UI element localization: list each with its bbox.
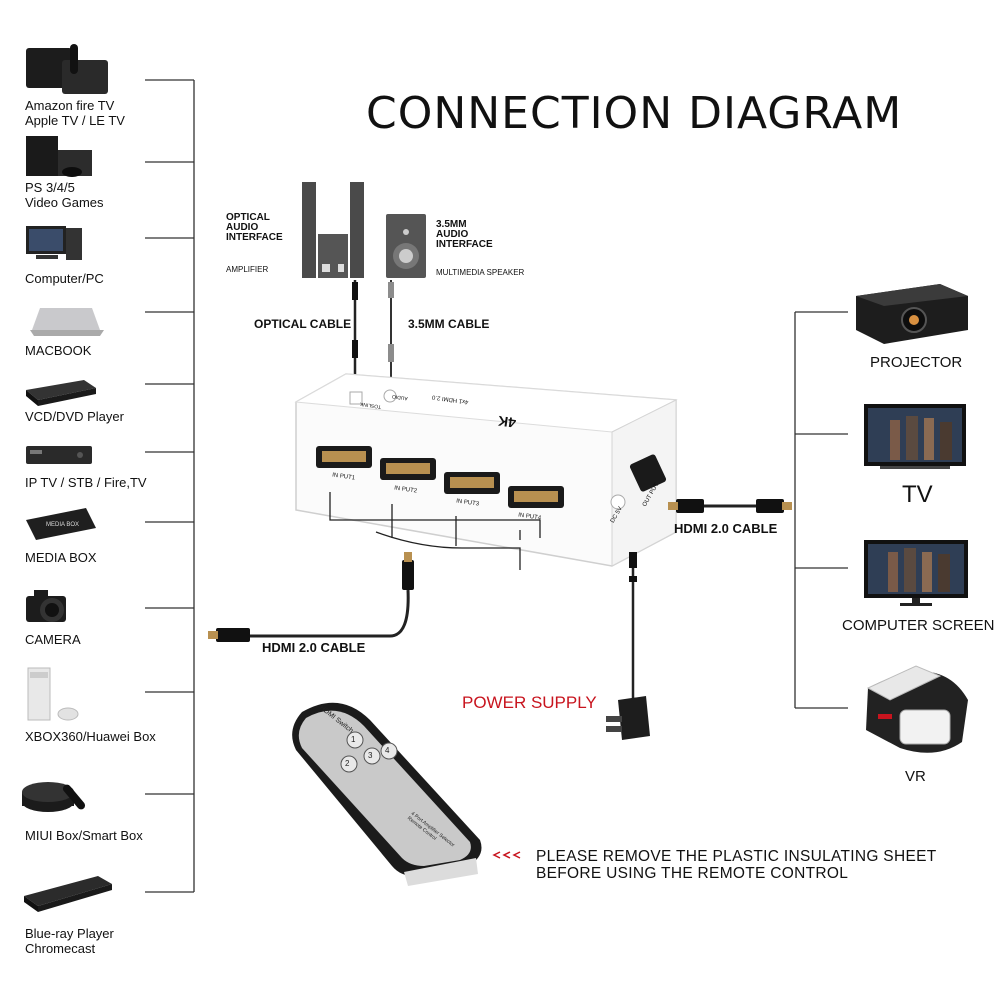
svg-text:MEDIA BOX: MEDIA BOX: [46, 522, 79, 528]
source-label-macbook: MACBOOK: [25, 343, 92, 358]
remote-button-4[interactable]: 4: [385, 746, 390, 755]
monitor-icon: [864, 540, 968, 606]
output-label-vr: VR: [905, 768, 926, 785]
jack-cable-label: 3.5MM CABLE: [408, 317, 490, 331]
output-hdmi-cable: [668, 499, 792, 513]
power-supply-label: POWER SUPPLY: [462, 693, 597, 712]
tv-icon: [864, 404, 966, 469]
source-label-camera: CAMERA: [25, 632, 81, 647]
jack-interface-title: 3.5MM AUDIO INTERFACE: [436, 219, 493, 250]
power-supply-cable: [629, 552, 637, 700]
source-label-miui: MIUI Box/Smart Box: [25, 828, 143, 843]
remote-control-icon: [292, 702, 482, 886]
remote-button-2[interactable]: 2: [345, 759, 350, 768]
source-label-bluray: Blue-ray Player Chromecast: [25, 926, 114, 956]
remote-note: PLEASE REMOVE THE PLASTIC INSULATING SHE…: [536, 848, 937, 882]
output-label-tv: TV: [902, 481, 933, 508]
output-label-computer-screen: COMPUTER SCREEN: [842, 617, 995, 634]
speaker-label: MULTIMEDIA SPEAKER: [436, 268, 525, 277]
tv-box-icon: [26, 44, 108, 94]
source-connector-lines: [145, 79, 195, 893]
input-hdmi-cable: [208, 552, 414, 642]
source-label-pc: Computer/PC: [25, 271, 104, 286]
optical-interface-title: OPTICAL AUDIO INTERFACE: [226, 212, 283, 243]
vr-headset-icon: [866, 665, 968, 753]
source-label-media-box: MEDIA BOX: [25, 550, 97, 565]
game-console-icon: [26, 136, 92, 177]
speaker-icon: [386, 214, 426, 278]
xbox-icon: [27, 667, 79, 721]
optical-cable-label: OPTICAL CABLE: [254, 317, 352, 331]
power-adapter-icon: [606, 696, 650, 740]
bluray-icon: [24, 876, 112, 912]
amplifier-label: AMPLIFIER: [226, 265, 269, 274]
arrow-icon: [492, 851, 521, 859]
set-top-box-icon: [26, 446, 92, 464]
source-label-xbox: XBOX360/Huawei Box: [25, 729, 156, 744]
input-cable-label: HDMI 2.0 CABLE: [262, 640, 366, 655]
remote-button-1[interactable]: 1: [351, 735, 356, 744]
hdmi-switch-box: [294, 373, 678, 567]
source-label-iptv: IP TV / STB / Fire,TV: [25, 475, 147, 490]
output-label-projector: PROJECTOR: [870, 354, 963, 371]
projector-icon: [856, 284, 968, 344]
remote-button-3[interactable]: 3: [368, 751, 373, 760]
media-box-icon: MEDIA BOX: [26, 508, 96, 540]
input-bracket: [329, 492, 541, 570]
camera-icon: [26, 590, 66, 622]
laptop-icon: [30, 308, 104, 336]
diagram-title: CONNECTION DIAGRAM: [366, 88, 903, 139]
source-label-dvd: VCD/DVD Player: [25, 409, 124, 424]
amplifier-icon: [302, 182, 364, 278]
source-label-fire-tv: Amazon fire TV Apple TV / LE TV: [25, 98, 125, 128]
switch-brand: 4K: [496, 412, 517, 432]
computer-icon: [26, 226, 82, 260]
output-cable-label: HDMI 2.0 CABLE: [674, 521, 778, 536]
source-label-ps: PS 3/4/5 Video Games: [25, 180, 104, 210]
smart-box-icon: [22, 782, 86, 812]
dvd-player-icon: [26, 380, 96, 406]
output-connector-lines: [794, 311, 848, 709]
